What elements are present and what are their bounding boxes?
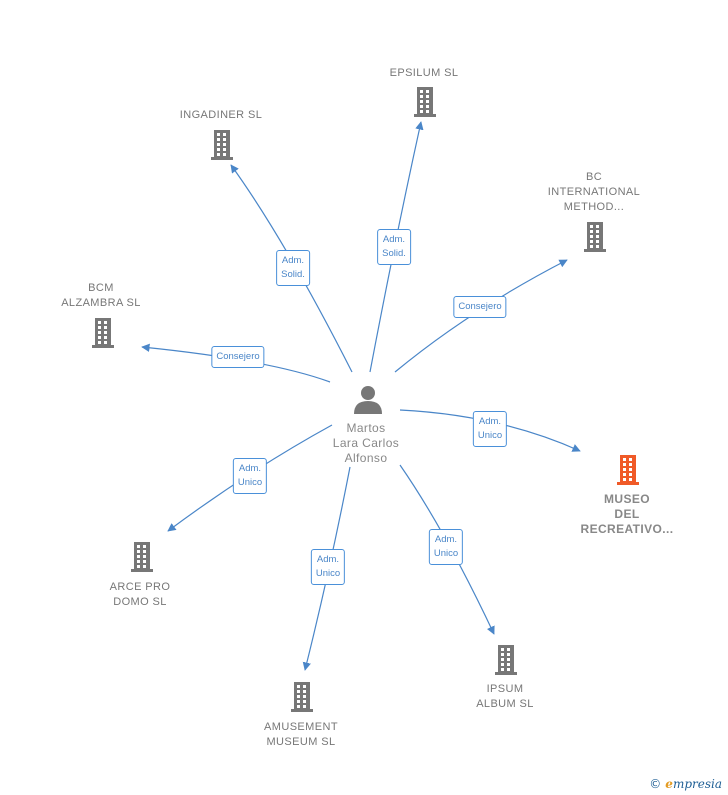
relation-label-museo-recreativo: Adm. Unico bbox=[472, 411, 508, 447]
person-icon bbox=[354, 386, 382, 414]
company-label-ingadiner[interactable]: INGADINER SL bbox=[179, 109, 263, 121]
company-label-bcm-alzambra[interactable]: BCM ALZAMBRA SL bbox=[61, 282, 141, 309]
center-person-label: Martos Lara Carlos Alfonso bbox=[332, 421, 400, 465]
building-icon bbox=[92, 318, 114, 348]
company-label-arce-pro-domo[interactable]: ARCE PRO DOMO SL bbox=[109, 581, 171, 608]
empresia-watermark: ©empresia bbox=[649, 777, 722, 791]
copyright-icon: © bbox=[649, 777, 662, 791]
company-label-amusement-museum[interactable]: AMUSEMENT MUSEUM SL bbox=[264, 721, 338, 748]
relation-label-ingadiner: Adm. Solid. bbox=[276, 250, 310, 286]
company-label-epsilum[interactable]: EPSILUM SL bbox=[389, 67, 459, 79]
company-label-bc-international[interactable]: BC INTERNATIONAL METHOD... bbox=[547, 171, 641, 213]
relation-label-arce-pro-domo: Adm. Unico bbox=[232, 458, 268, 494]
building-icon bbox=[291, 682, 313, 712]
building-icon bbox=[414, 87, 436, 117]
relation-label-ipsum-album: Adm. Unico bbox=[428, 529, 464, 565]
building-icon bbox=[584, 222, 606, 252]
relation-label-epsilum: Adm. Solid. bbox=[377, 229, 411, 265]
edges-layer bbox=[141, 121, 581, 671]
brand-name: mpresia bbox=[672, 777, 722, 791]
relation-label-bcm-alzambra: Consejero bbox=[211, 346, 265, 368]
building-icon bbox=[495, 645, 517, 675]
building-icon bbox=[617, 455, 639, 485]
relation-label-amusement-museum: Adm. Unico bbox=[310, 549, 346, 585]
building-icon bbox=[211, 130, 233, 160]
relation-label-bc-international: Consejero bbox=[453, 296, 507, 318]
icons-layer bbox=[92, 87, 639, 712]
brand-initial: e bbox=[665, 777, 673, 791]
company-label-museo-recreativo[interactable]: MUSEO DEL RECREATIVO... bbox=[580, 492, 674, 536]
company-label-ipsum-album[interactable]: IPSUM ALBUM SL bbox=[476, 683, 534, 710]
building-icon bbox=[131, 542, 153, 572]
